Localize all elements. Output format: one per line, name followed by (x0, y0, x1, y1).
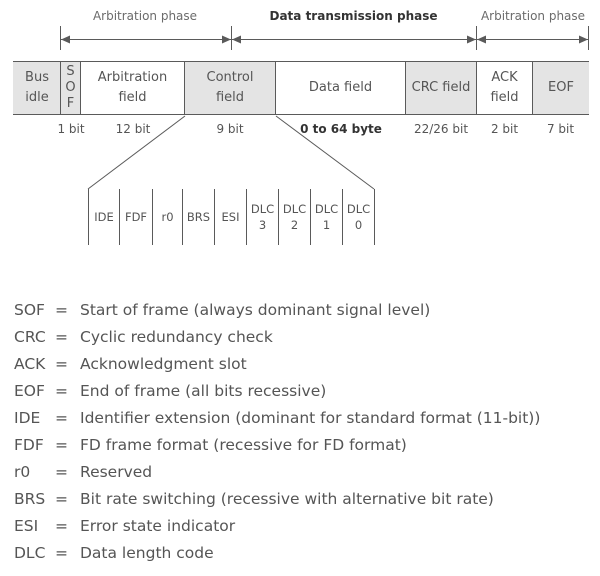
legend-abbr: ESI (14, 517, 39, 535)
legend-desc: End of frame (all bits recessive) (80, 382, 327, 400)
control-bit-brs: BRS (186, 210, 211, 224)
legend-equals: = (55, 328, 68, 346)
control-bit-ide: IDE (94, 210, 114, 224)
control-bit-esi: ESI (221, 210, 240, 224)
legend-abbr: SOF (14, 301, 45, 319)
legend-equals: = (55, 355, 68, 373)
legend-desc: Start of frame (always dominant signal l… (80, 301, 431, 319)
legend-equals: = (55, 517, 68, 535)
frame-field-arbitration: Arbitration field (80, 61, 185, 115)
zoom-line-right (275, 115, 375, 190)
sof-letter: S (66, 64, 75, 79)
control-bit-dlc2: DLC 2 (279, 189, 310, 245)
frame-field-label: Data field (308, 80, 373, 95)
bits-control: 9 bit (216, 122, 244, 136)
sof-letter: F (66, 96, 75, 111)
legend-abbr: r0 (14, 463, 31, 481)
legend-desc: Reserved (80, 463, 153, 481)
legend-abbr: DLC (14, 544, 46, 562)
arrowhead-left (61, 35, 70, 44)
bits-data: 0 to 64 byte (300, 122, 382, 136)
bits-arbitration: 12 bit (115, 122, 151, 136)
sof-letter: O (65, 80, 76, 95)
control-bit-dlc0: DLC 0 (343, 189, 374, 245)
legend-desc: FD frame format (recessive for FD format… (80, 436, 407, 454)
phase-label-arbitration-1: Arbitration phase (92, 9, 198, 23)
control-bit-label: DLC 3 (250, 202, 275, 232)
legend-desc: Cyclic redundancy check (80, 328, 273, 346)
arrowhead-left (477, 35, 486, 44)
legend-desc: Acknowledgment slot (80, 355, 247, 373)
control-bit-label: DLC 1 (314, 202, 339, 232)
control-bit-dlc1: DLC 1 (311, 189, 342, 245)
phase-label-arbitration-2: Arbitration phase (480, 9, 586, 23)
legend-desc: Identifier extension (dominant for stand… (80, 409, 541, 427)
bits-crc: 22/26 bit (413, 122, 469, 136)
frame-field-label: EOF (548, 80, 574, 95)
legend-equals: = (55, 463, 68, 481)
legend-equals: = (55, 436, 68, 454)
control-bit-r0: r0 (161, 210, 174, 224)
frame-field-bus-idle: Bus idle (13, 61, 61, 115)
frame-field-label: Bus idle (25, 70, 49, 105)
legend-equals: = (55, 301, 68, 319)
arrowhead-left (232, 35, 241, 44)
legend-equals: = (55, 490, 68, 508)
frame-field-data: Data field (275, 61, 406, 115)
legend-equals: = (55, 544, 68, 562)
frame-field-label: Control field (206, 70, 254, 105)
arrowhead-right (579, 35, 588, 44)
arrowhead-right (222, 35, 231, 44)
control-bit-label: DLC 2 (282, 202, 307, 232)
legend-abbr: FDF (14, 436, 44, 454)
frame-field-control: Control field (184, 61, 276, 115)
control-bit-label: DLC 0 (346, 202, 371, 232)
legend-abbr: IDE (14, 409, 41, 427)
bits-ack: 2 bit (490, 122, 519, 136)
bits-sof: 1 bit (57, 122, 85, 136)
legend-abbr: ACK (14, 355, 46, 373)
legend-equals: = (55, 409, 68, 427)
legend-desc: Bit rate switching (recessive with alter… (80, 490, 494, 508)
legend-desc: Error state indicator (80, 517, 236, 535)
arrowhead-right (467, 35, 476, 44)
legend-equals: = (55, 382, 68, 400)
legend-desc: Data length code (80, 544, 214, 562)
control-bit-fdf: FDF (124, 210, 148, 224)
control-bit-dlc3: DLC 3 (247, 189, 278, 245)
frame-field-eof: EOF (532, 61, 589, 115)
legend-abbr: CRC (14, 328, 46, 346)
frame-field-label: CRC field (411, 80, 471, 95)
legend-abbr: EOF (14, 382, 45, 400)
bits-eof: 7 bit (546, 122, 575, 136)
legend-abbr: BRS (14, 490, 46, 508)
zoom-line-left (87, 115, 186, 190)
phase-label-data-transmission: Data transmission phase (269, 9, 438, 23)
frame-field-label: Arbitration field (97, 70, 168, 105)
frame-field-label: ACK field (490, 70, 519, 105)
